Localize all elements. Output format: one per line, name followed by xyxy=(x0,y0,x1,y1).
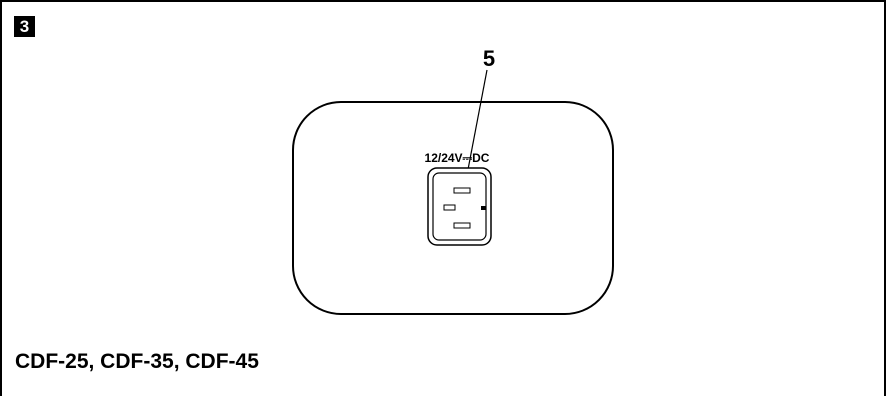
callout-leader-line xyxy=(465,69,488,181)
socket-notch xyxy=(481,206,486,210)
socket-pin-left xyxy=(443,204,456,211)
callout-number: 5 xyxy=(483,46,495,71)
figure-caption: CDF-25, CDF-35, CDF-45 xyxy=(15,350,259,373)
socket-pin-top xyxy=(453,187,471,194)
device-panel-outline xyxy=(292,101,614,315)
voltage-label: 12/24V⎓DC xyxy=(425,151,490,165)
socket-pin-bottom xyxy=(453,222,471,229)
figure-number-badge: 3 xyxy=(14,16,35,37)
dc-socket-outer xyxy=(427,167,492,246)
